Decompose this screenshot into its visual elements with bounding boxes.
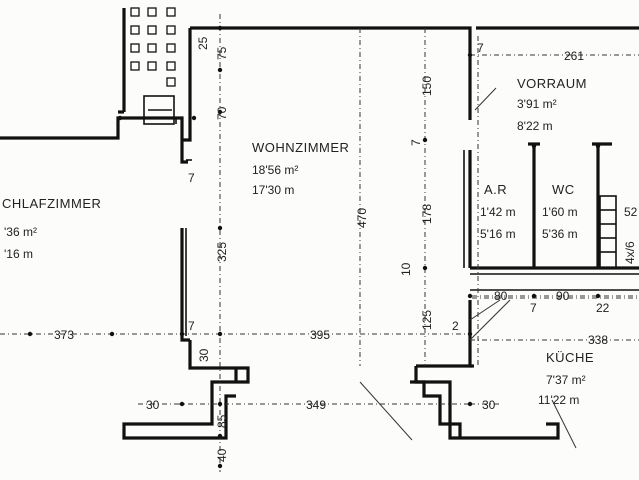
dim-7e: 7: [188, 171, 195, 185]
room-name-wohnzimmer: WOHNZIMMER: [252, 140, 349, 155]
dim-90: 90: [556, 289, 570, 303]
dim-150: 150: [420, 76, 434, 96]
dim-70: 70: [215, 106, 229, 120]
dim-30a: 30: [197, 348, 211, 362]
room-area-ar: 1'42 m: [480, 205, 516, 219]
dim-22: 22: [596, 301, 610, 315]
dimension-labels: 373 7 395 349 30 2 261 7 80 7 90 22 338 …: [54, 41, 638, 412]
room-perimeter-schlafzimmer: '16 m: [4, 247, 33, 261]
room-name-kueche: KÜCHE: [546, 350, 594, 365]
room-area-schlafzimmer: '36 m²: [4, 225, 37, 239]
room-perimeter-wohnzimmer: 17'30 m: [252, 183, 294, 197]
dim-30b: 30: [146, 398, 160, 412]
dim-325: 325: [215, 242, 229, 262]
room-area-wc: 1'60 m: [542, 205, 578, 219]
dim-395: 395: [310, 328, 330, 342]
dim-7d: 7: [530, 301, 537, 315]
room-schlafzimmer: CHLAFZIMMER '36 m² '16 m: [2, 196, 101, 261]
walls: [0, 8, 639, 440]
room-wohnzimmer: WOHNZIMMER 18'56 m² 17'30 m: [252, 140, 349, 197]
room-perimeter-vorraum: 8'22 m: [517, 119, 553, 133]
dim-7a: 7: [188, 319, 195, 333]
dim-7b: 7: [409, 139, 423, 146]
dim-30c: 30: [482, 398, 496, 412]
dim-52: 52: [624, 205, 638, 219]
dim-7c: 7: [477, 41, 484, 55]
dimension-lines: [0, 14, 639, 472]
room-area-kueche: 7'37 m²: [546, 373, 586, 387]
room-kueche: KÜCHE 7'37 m² 11'22 m: [538, 350, 594, 407]
room-vorraum: VORRAUM 3'91 m² 8'22 m: [517, 76, 587, 133]
room-area-wohnzimmer: 18'56 m²: [252, 163, 298, 177]
room-wc: WC 1'60 m 5'36 m: [542, 182, 578, 241]
room-name-vorraum: VORRAUM: [517, 76, 587, 91]
dim-75: 75: [215, 46, 229, 60]
dim-338: 338: [588, 333, 608, 347]
dim-2: 2: [452, 319, 459, 333]
dim-80: 80: [494, 289, 508, 303]
room-area-vorraum: 3'91 m²: [517, 97, 557, 111]
room-name-wc: WC: [552, 182, 575, 197]
dim-25: 25: [196, 36, 210, 50]
room-ar: A.R 1'42 m 5'16 m: [480, 182, 516, 241]
room-perimeter-ar: 5'16 m: [480, 227, 516, 241]
room-name-ar: A.R: [484, 182, 507, 197]
dimension-labels-vertical: 25 75 70 470 325 30 85 40 150 7 178 10 1…: [196, 36, 637, 462]
room-perimeter-wc: 5'36 m: [542, 227, 578, 241]
dim-349: 349: [306, 398, 326, 412]
brick-column: [130, 7, 176, 87]
room-perimeter-kueche: 11'22 m: [538, 393, 579, 407]
dim-10: 10: [399, 262, 413, 276]
dim-178: 178: [420, 204, 434, 224]
dim-261: 261: [564, 49, 584, 63]
dim-4x6: 4x/6: [623, 241, 637, 264]
dim-470: 470: [355, 208, 369, 228]
dim-40: 40: [215, 448, 229, 462]
dim-85: 85: [215, 414, 229, 428]
dim-125: 125: [420, 310, 434, 330]
dimension-ticks: [27, 25, 601, 469]
room-name-schlafzimmer: CHLAFZIMMER: [2, 196, 101, 211]
dim-373: 373: [54, 328, 74, 342]
